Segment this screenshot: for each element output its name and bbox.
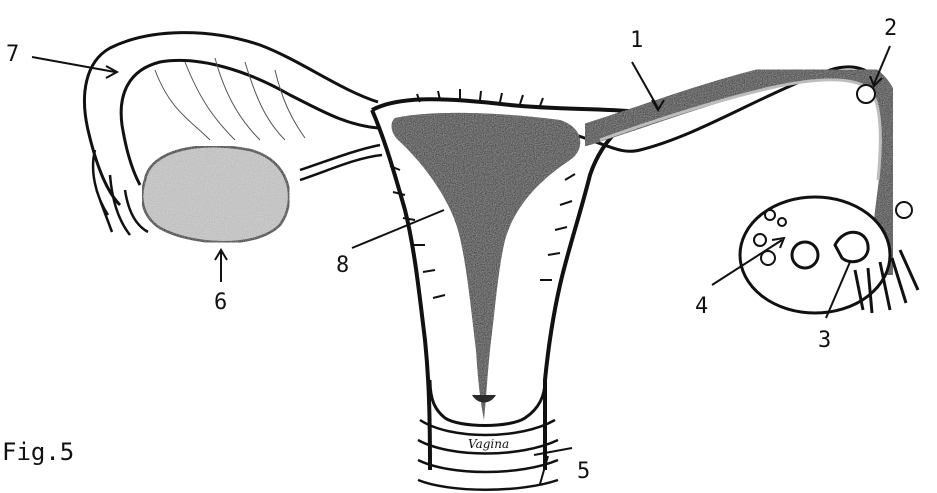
vagina-label: Vagina	[468, 438, 509, 450]
callout-3: 3	[818, 330, 831, 352]
callout-1: 1	[630, 30, 643, 52]
right-ovary	[740, 197, 890, 313]
callout-5: 5	[577, 461, 590, 483]
uterine-cavity	[392, 113, 581, 420]
right-tube-lumen	[600, 80, 880, 180]
cleaving-embryo	[896, 202, 912, 218]
figure-caption: Fig.5	[2, 438, 74, 466]
callout-7: 7	[6, 44, 19, 66]
left-ovary	[142, 58, 305, 242]
callout-4: 4	[695, 296, 708, 318]
callout-6: 6	[214, 292, 227, 314]
callout-8: 8	[336, 255, 349, 277]
callout-2: 2	[884, 18, 897, 40]
left-tube-lumen	[300, 145, 382, 180]
cervix-vagina	[418, 380, 558, 490]
fertilized-egg	[857, 85, 875, 103]
left-fimbriae	[93, 150, 148, 235]
